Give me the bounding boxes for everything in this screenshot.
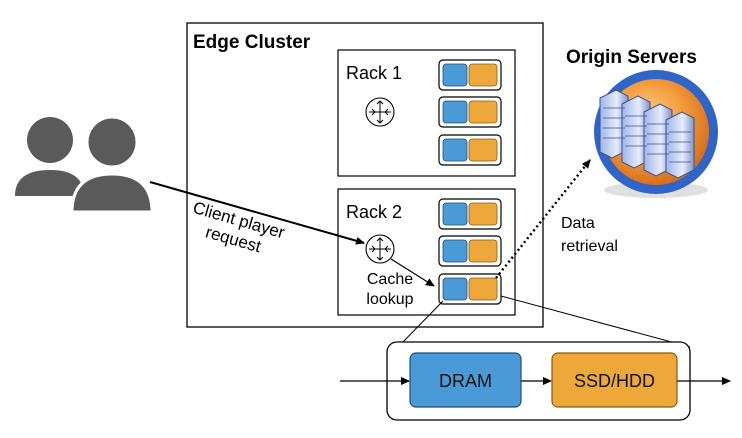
data-retrieval-line-1: Data — [561, 215, 595, 232]
client-request-arrow — [149, 181, 365, 245]
cache-lookup-line-2: lookup — [366, 291, 414, 308]
users-icon — [15, 115, 154, 214]
rack-1-server-2 — [438, 96, 502, 128]
rack-2-server-2 — [438, 235, 502, 267]
cache-lookup-label: Cache lookup — [354, 270, 426, 310]
cache-lookup-arrow — [390, 258, 435, 287]
dram-block — [409, 352, 522, 408]
zoom-line-left — [397, 300, 444, 348]
zoom-line-right — [500, 295, 691, 348]
ssd-hdd-block — [551, 352, 678, 408]
rack-1-server-1 — [438, 59, 502, 91]
edge-cluster-title: Edge Cluster — [193, 32, 311, 53]
ssd-hdd-label: SSD/HDD — [573, 371, 655, 391]
router-icon — [365, 97, 395, 127]
rack-2-server-3 — [438, 273, 502, 305]
router-icon — [365, 234, 395, 264]
rack-2-server-1 — [438, 198, 502, 230]
rack-1-server-3 — [438, 134, 502, 166]
data-retrieval-label: Data retrieval — [561, 212, 618, 258]
data-retrieval-arrow — [495, 159, 591, 279]
origin-servers-title: Origin Servers — [566, 47, 697, 68]
server-globe-icon — [594, 70, 718, 198]
data-retrieval-line-2: retrieval — [561, 238, 618, 255]
rack-2-label: Rack 2 — [346, 202, 403, 222]
rack-1-label: Rack 1 — [346, 63, 403, 83]
dram-label: DRAM — [439, 371, 492, 391]
cache-lookup-line-1: Cache — [366, 271, 414, 288]
